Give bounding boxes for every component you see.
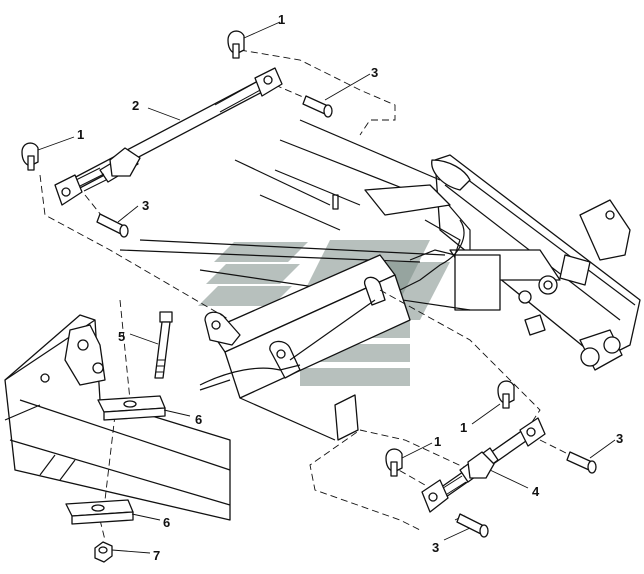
lynch-pin-top [227,30,245,59]
hex-nut [94,541,113,563]
lower-turnbuckle-link [421,417,546,513]
callout-lower-link: 4 [532,484,540,499]
lynch-pin-right-upper [497,380,515,409]
callout-spacer-plate-lower: 6 [163,515,170,530]
clevis-pin-right [566,451,597,474]
callout-clevis-pin-top: 3 [371,65,378,80]
callout-hex-nut: 7 [153,548,160,563]
spacer-plate-upper [97,395,166,421]
clevis-pin-top [302,95,333,118]
spacer-plate-lower [65,499,134,525]
leader-lines [37,21,616,554]
callout-clevis-pin-right: 3 [616,431,623,446]
lower-crossbar [199,254,411,441]
callout-clevis-pin-bottom: 3 [432,540,439,555]
callout-bolt: 5 [118,329,125,344]
lynch-pin-right-lower [385,448,403,477]
callout-lynch-pin-right-upper: 1 [460,420,467,435]
callout-upper-link: 2 [132,98,139,113]
hitch-frame [332,154,641,371]
callout-lynch-pin-right-lower: 1 [434,434,441,449]
bolt [154,311,173,379]
clevis-pin-left [96,213,129,238]
callout-clevis-pin-left: 3 [142,198,149,213]
upper-turnbuckle-link [54,67,283,206]
callout-spacer-plate-upper: 6 [195,412,202,427]
callout-lynch-pin-top: 1 [278,12,285,27]
lynch-pin-left [21,142,39,171]
clevis-pin-bottom [456,513,489,538]
callout-lynch-pin-left: 1 [77,127,84,142]
